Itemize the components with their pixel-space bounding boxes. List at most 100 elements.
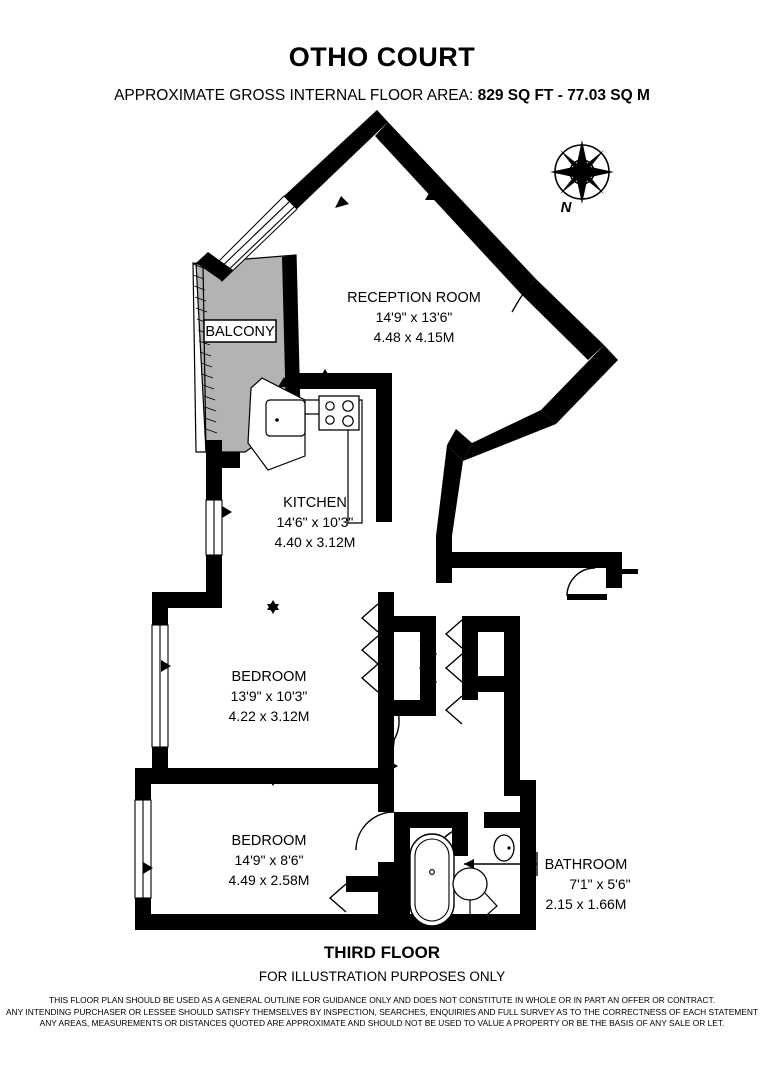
wall-west-a (206, 468, 222, 500)
plan-header: OTHO COURT APPROXIMATE GROSS INTERNAL FL… (0, 0, 764, 104)
bedroom1-name: BEDROOM (232, 669, 307, 685)
fold-door-g (328, 883, 347, 913)
window-bedroom2-west (134, 799, 152, 899)
floor-area-sqft: 829 SQ FT (477, 87, 554, 104)
wall-west-c (152, 592, 168, 625)
wall-bathroom-west (394, 812, 410, 930)
reception-room-walls (196, 110, 622, 588)
bedroom2-dim-metric: 4.49 x 2.58M (229, 872, 310, 888)
wall-west-e (135, 768, 151, 800)
door-bedroom1-arc (355, 739, 395, 779)
bathroom-leader (464, 852, 538, 876)
toilet-icon (452, 867, 498, 929)
room-label-bathroom: BATHROOM 7'1" x 5'6" 2.15 x 1.66M (545, 857, 631, 912)
bathroom-name: BATHROOM (545, 857, 628, 873)
floor-area-summary: APPROXIMATE GROSS INTERNAL FLOOR AREA: 8… (0, 88, 764, 104)
wall-bedroom1-north (152, 592, 222, 608)
wall-kitchen-north (296, 373, 392, 389)
wall-east-hall-upper (504, 616, 520, 660)
room-label-bedroom1: BEDROOM 13'9" x 10'3" 4.22 x 3.12M (229, 669, 310, 724)
wall-ne (375, 122, 536, 294)
sink-icon (265, 399, 306, 437)
kitchen-dim-metric: 4.40 x 3.12M (275, 534, 356, 550)
balcony-label-box (203, 319, 277, 343)
wall-bedroom2-east-upper (378, 784, 394, 812)
wall-bay-east (541, 345, 618, 424)
bedroom1-dim-metric: 4.22 x 3.12M (229, 708, 310, 724)
wall-west-b (206, 555, 222, 600)
cupboard-doors (328, 603, 463, 913)
fold-door-a (360, 603, 379, 633)
wall-bathroom-north (394, 812, 468, 828)
kitchen-name: KITCHEN (283, 495, 347, 511)
wall-east-hall (504, 646, 520, 796)
disclaimer-line-3: ANY AREAS, MEASUREMENTS OR DISTANCES QUO… (39, 1018, 725, 1028)
fold-door-f (444, 695, 463, 725)
wall-nw-upper (284, 110, 388, 209)
entrance-door-swing (566, 567, 596, 597)
west-walls (134, 440, 240, 930)
reception-dim-metric: 4.48 x 4.15M (374, 329, 455, 345)
wall-bedroom2-east-lower (378, 862, 394, 930)
bathroom-dim-imperial: 7'1" x 5'6" (569, 876, 630, 892)
fold-door-e (444, 653, 463, 683)
door-bay (511, 281, 542, 313)
entrance-door (566, 567, 607, 600)
disclaimer-line-2: ANY INTENDING PURCHASER OR LESSEE SHOULD… (5, 1006, 759, 1017)
bedroom1-dim-imperial: 13'9" x 10'3" (231, 688, 308, 704)
wall-hall-cupboard-west (462, 616, 478, 700)
room-label-reception: RECEPTION ROOM 14'9" x 13'6" 4.48 x 4.15… (347, 290, 481, 345)
wall-bedroom1-east-upper (378, 592, 394, 640)
wall-bathroom-north-right (484, 812, 520, 828)
page-title: OTHO COURT (288, 42, 476, 72)
window-kitchen-west (205, 499, 223, 556)
wall-cupboard-east (420, 616, 436, 700)
reception-name: RECEPTION ROOM (347, 290, 481, 306)
wall-hall-west-low (436, 567, 452, 583)
room-label-kitchen: KITCHEN 14'6" x 10'3" 4.40 x 3.12M (275, 495, 356, 550)
floor-area-label: APPROXIMATE GROSS INTERNAL FLOOR AREA: (114, 87, 474, 104)
bedroom2-dim-imperial: 14'9" x 8'6" (235, 852, 304, 868)
wall-bay-west (447, 429, 472, 461)
entrance-door-leaf (567, 594, 607, 600)
bathroom-fixtures (409, 833, 538, 929)
kitchen-dim-imperial: 14'6" x 10'3" (277, 514, 354, 530)
wall-cupboard-sw (378, 700, 394, 716)
room-label-bedroom2: BEDROOM 14'9" x 8'6" 4.49 x 2.58M (229, 833, 310, 888)
disclaimer-line-1: THIS FLOOR PLAN SHOULD BE USED AS A GENE… (48, 995, 716, 1005)
door-bedroom1 (393, 701, 400, 741)
wall-hall-west-angled (436, 445, 463, 536)
wall-bathroom-partition (452, 812, 468, 856)
hob-icon (318, 395, 360, 431)
kitchen-fixtures (247, 377, 363, 524)
fold-door-d (444, 619, 463, 649)
bathroom-dim-metric: 2.15 x 1.66M (546, 896, 627, 912)
compass-rose-icon: N (550, 140, 614, 216)
disclaimer: THIS FLOOR PLAN SHOULD BE USED AS A GENE… (0, 995, 764, 1030)
wall-east-bathroom (520, 800, 536, 930)
fold-door-b (360, 635, 380, 693)
wall-cupboard-south (394, 700, 436, 716)
wall-bay-south (463, 410, 556, 461)
internal-walls (152, 592, 520, 930)
window-bedroom1-west (151, 624, 169, 748)
wall-south (135, 914, 536, 930)
floor-area-separator: - (557, 87, 563, 104)
window-nw (210, 195, 298, 282)
wall-hall-south (436, 552, 620, 568)
compass-north-label: N (561, 199, 573, 216)
bathtub-icon (409, 833, 455, 927)
floor-area-sqm: 77.03 SQ M (567, 87, 650, 104)
fold-door-c (418, 639, 438, 697)
entrance-arrow-icon (612, 565, 638, 578)
wall-bedroom2-nib (346, 876, 394, 892)
wall-kitchen-east (376, 373, 392, 522)
dimension-markers (143, 190, 437, 924)
reception-dim-imperial: 14'9" x 13'6" (376, 309, 453, 325)
wall-nw-lower (196, 252, 233, 281)
wall-east-upper (521, 279, 604, 360)
bedroom2-name: BEDROOM (232, 833, 307, 849)
door-bedroom2-arc (355, 811, 395, 851)
